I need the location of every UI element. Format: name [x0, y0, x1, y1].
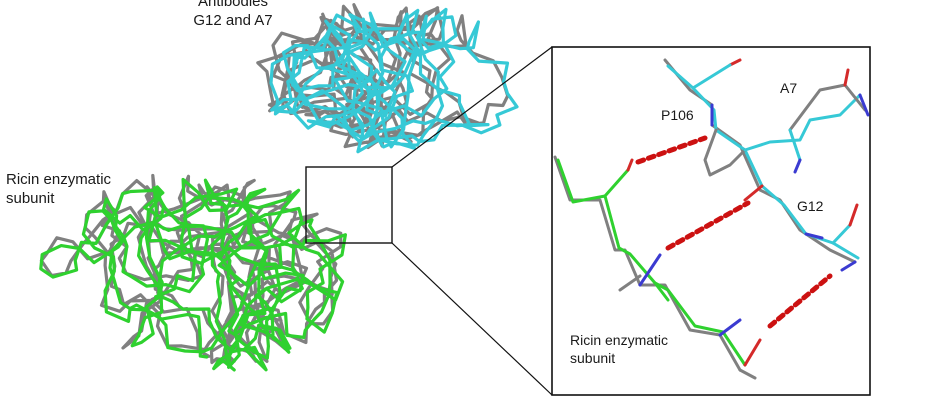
inset-ricin-oxygen-2 [743, 338, 762, 367]
antibodies-label: Antibodies G12 and A7 [191, 0, 275, 30]
inset-a7-backbone [743, 93, 862, 152]
zoom-connector-bottom [391, 242, 553, 396]
hbond-2 [665, 200, 751, 251]
inset-g12-nitrogen [804, 232, 824, 240]
inset-label-p106: P106 [661, 107, 694, 123]
inset-g12-ring-1 [831, 223, 852, 245]
inset-g12-nitrogen-2 [840, 260, 857, 272]
inset-ricin-label-line1: Ricin enzymatic [570, 332, 669, 348]
hbond-1 [635, 135, 708, 165]
zoom-region-box [305, 166, 393, 244]
inset-ricin-sidechain-1 [653, 281, 670, 302]
inset-g12-oxygen [848, 203, 859, 227]
antibodies-label-line1: Antibodies [197, 0, 269, 10]
inset-a7-nitrogen [858, 93, 870, 117]
inset-ricin-label: Ricin enzymatic subunit [570, 331, 668, 367]
inset-ricin-grey-end [738, 368, 757, 380]
inset-label-a7: A7 [780, 80, 798, 96]
inset-ricin-carbonyl-1 [603, 168, 630, 198]
zoom-connector-top [391, 46, 553, 168]
inset-ab-branch [788, 128, 802, 162]
inset-ricin-green-strand [556, 158, 747, 367]
ricin-label: Ricin enzymatic subunit [6, 170, 111, 208]
inset-ab-branch-n [793, 158, 802, 174]
inset-ricin-label-line2: subunit [570, 350, 616, 366]
inset-ab-oxygen-mid [743, 184, 764, 202]
inset-label-g12: G12 [797, 198, 824, 214]
ricin-green-trace [39, 177, 347, 372]
ricin-green-backbone [39, 177, 347, 372]
antibody-cyan-backbone [269, 7, 519, 154]
hbond-3 [767, 273, 833, 329]
inset-ricin-nitrogen-1 [638, 253, 662, 287]
inset-detail [553, 58, 870, 380]
ricin-label-line1: Ricin enzymatic [6, 171, 112, 188]
inset-a7-oxygen [843, 68, 850, 87]
inset-ab-carbonyl-top [691, 63, 732, 90]
inset-p106-ring [703, 128, 747, 177]
antibodies-label-line2: G12 and A7 [193, 12, 273, 29]
inset-ricin-oxygen-1 [626, 158, 634, 172]
inset-ab-oxygen-top [728, 58, 742, 67]
ricin-label-line2: subunit [6, 190, 55, 207]
inset-a7-grey [788, 83, 867, 132]
inset-ricin-grey-branch [618, 274, 642, 292]
inset-ricin-nitrogen-2 [718, 318, 742, 337]
antibody-cyan-trace [269, 7, 519, 154]
